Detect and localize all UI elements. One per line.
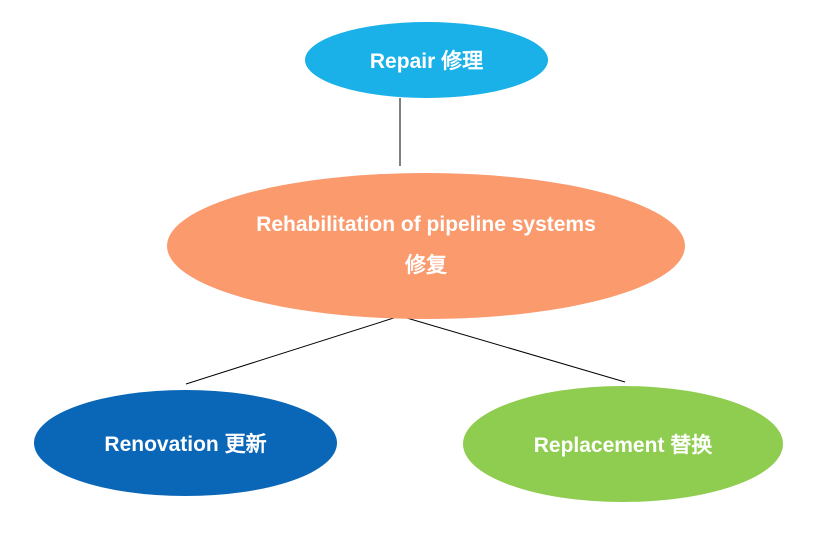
rehabilitation-label-zh: 修复 — [405, 254, 447, 277]
replacement-node: Replacement 替换 — [463, 386, 783, 502]
replacement-label: Replacement 替换 — [533, 434, 713, 457]
rehabilitation-node: Rehabilitation of pipeline systems 修复 — [167, 173, 685, 319]
repair-node: Repair 修理 — [305, 22, 548, 98]
connector-rehabilitation-to-renovation — [185, 315, 401, 385]
rehabilitation-label-en: Rehabilitation of pipeline systems — [256, 213, 596, 237]
renovation-node: Renovation 更新 — [34, 390, 337, 496]
connector-rehabilitation-to-replacement — [399, 315, 626, 383]
renovation-label: Renovation 更新 — [104, 433, 267, 456]
repair-label: Repair 修理 — [369, 50, 484, 73]
